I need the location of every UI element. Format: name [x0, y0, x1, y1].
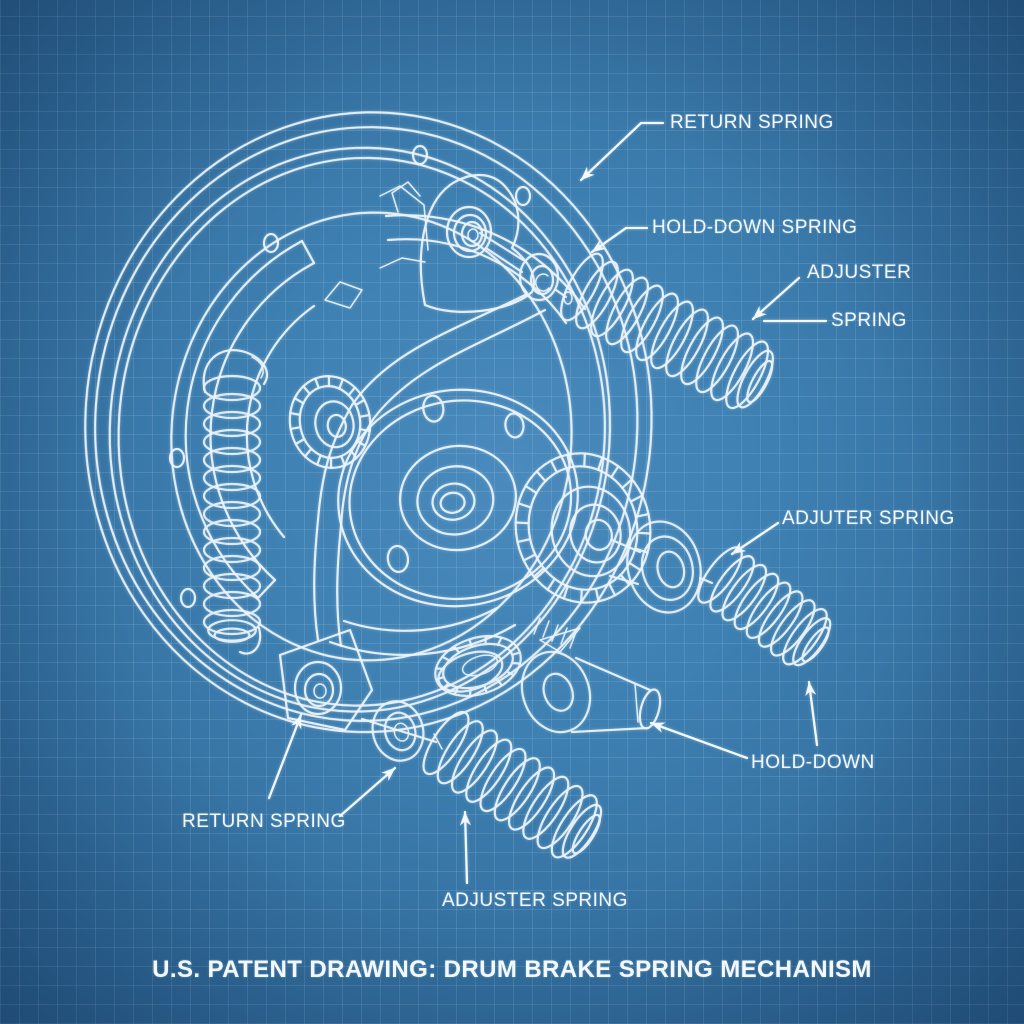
leader-hold-down-left: [649, 721, 749, 760]
callout-hold-down-spring: HOLD-DOWN SPRING: [652, 217, 858, 238]
drum-brake-diagram: [84, 111, 832, 859]
leader-return-spring-bottom-1: [267, 713, 303, 800]
adjuster-screw-assembly: [434, 617, 662, 734]
leader-hold-down-spring: [590, 226, 649, 254]
callout-return-spring-bottom: RETURN SPRING: [182, 811, 346, 832]
thread-hatching: [533, 617, 577, 649]
callout-adjuter-spring: ADJUTER SPRING: [782, 508, 955, 529]
leader-hold-down-up: [805, 680, 819, 747]
exploded-spring-top: [560, 252, 774, 410]
leader-adjuter-spring: [730, 521, 780, 556]
anchor-assembly: [379, 173, 573, 313]
hub-assembly: [337, 388, 579, 608]
lower-shoe-bracket: [278, 628, 374, 732]
exploded-spring-bottom: [422, 710, 603, 859]
leader-adjuster-spring-bottom: [459, 810, 471, 885]
callout-adjuster-line2: SPRING: [831, 310, 907, 331]
small-adjuster-gear: [288, 375, 372, 469]
leader-adjuster: [751, 276, 801, 321]
left-return-spring: [202, 349, 269, 655]
leader-return-spring-top: [579, 121, 665, 182]
callout-adjuster-spring-bottom: ADJUSTER SPRING: [442, 890, 628, 911]
exploded-spring-middle: [697, 546, 832, 667]
gear-shaft-washer: [608, 520, 714, 614]
page-title: U.S. PATENT DRAWING: DRUM BRAKE SPRING M…: [152, 956, 872, 983]
callout-hold-down: HOLD-DOWN: [751, 752, 875, 773]
backing-plate: [84, 111, 653, 734]
callout-return-spring-top: RETURN SPRING: [670, 112, 834, 133]
leader-lines: [267, 121, 828, 885]
large-adjuster-gear: [514, 452, 652, 604]
leader-return-spring-bottom-2: [338, 766, 397, 818]
callout-adjuster-line1: ADJUSTER: [807, 262, 912, 283]
rivet-holes: [168, 144, 532, 609]
